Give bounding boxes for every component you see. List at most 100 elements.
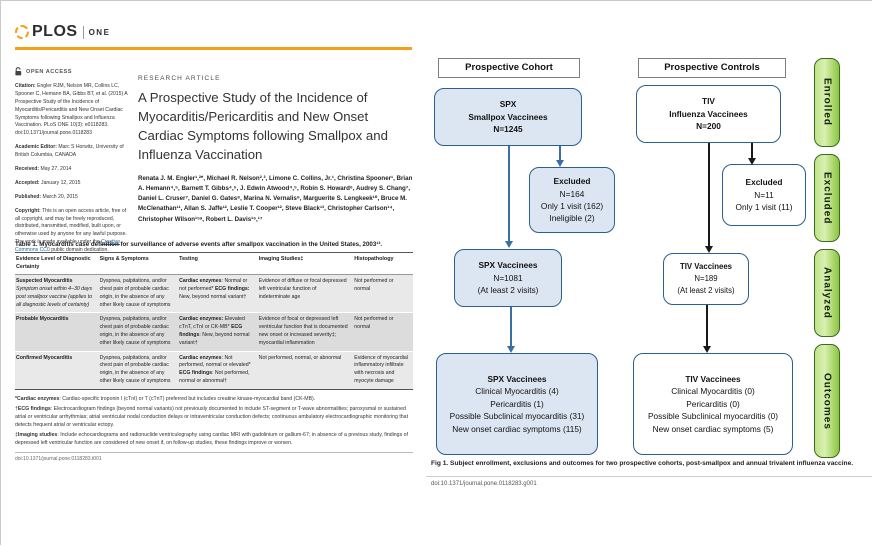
tiv-to-analyzed-arrow <box>708 143 710 247</box>
spx-analyzed-box: SPX Vaccinees N=1081 (At least 2 visits) <box>454 249 562 307</box>
box-line: N=1245 <box>493 124 523 135</box>
stage-label-text: Excluded <box>821 171 833 225</box>
footnote-imaging-studies: ‡Imaging studies: Include echocardiogram… <box>15 431 408 446</box>
tiv-to-outcomes-arrow <box>706 305 708 347</box>
article-main: RESEARCH ARTICLE A Prospective Study of … <box>138 75 414 225</box>
tiv-excluded-box: Excluded N=11 Only 1 visit (11) <box>722 164 806 226</box>
tiv-enrolled-box: TIV Influenza Vaccinees N=200 <box>636 85 781 143</box>
myocarditis-case-definition-table: Evidence Level of Diagnostic Certainty S… <box>15 251 413 390</box>
box-line: Only 1 visit (11) <box>735 202 793 213</box>
arrowhead-icon <box>505 241 513 248</box>
box-line: Possible Subclinical myocarditis (0) <box>647 411 779 422</box>
box-line: (At least 2 visits) <box>677 285 735 295</box>
spx-outcomes-box: SPX Vaccinees Clinical Myocarditis (4) P… <box>436 353 598 455</box>
stage-label-text: Analyzed <box>821 267 833 319</box>
box-line: Influenza Vaccinees <box>669 108 748 119</box>
cell-confirmed-level: Confirmed Myocarditis <box>15 350 99 390</box>
stage-label-outcomes: Outcomes <box>814 344 840 458</box>
cell-suspected-imaging: Evidence of diffuse or focal depressed l… <box>257 274 354 313</box>
box-line: Smallpox Vaccinees <box>468 111 548 122</box>
table-title: Table 1. Myocarditis case definition for… <box>15 241 383 248</box>
table-row: Confirmed Myocarditis Dyspnea, palpitati… <box>15 350 413 390</box>
box-line: SPX Vaccinees <box>487 373 547 384</box>
footnote-cardiac-enzymes: *Cardiac enzymes: Cardiac-specific tropo… <box>15 395 316 402</box>
figure-doi: doi:10.1371/journal.pone.0118283.g001 <box>431 481 537 487</box>
academic-editor-text: Academic Editor: Marc S Horwitz, Univers… <box>15 144 124 159</box>
arrowhead-icon <box>556 160 564 167</box>
box-line: N=164 <box>559 188 585 199</box>
box-line: SPX Vaccinees <box>478 260 538 271</box>
cell-confirmed-imaging: Not performed, normal, or abnormal <box>257 350 354 390</box>
open-access-label: OPEN ACCESS <box>26 68 73 75</box>
box-line: New onset cardiac symptoms (5) <box>652 423 774 434</box>
table-footnotes: *Cardiac enzymes: Cardiac-specific tropo… <box>15 395 413 447</box>
copyright-post: public domain dedication. <box>49 247 109 254</box>
box-line: Only 1 visit (162) <box>540 201 604 211</box>
box-line: Ineligible (2) <box>549 213 595 224</box>
figure-caption: Fig 1. Subject enrollment, exclusions an… <box>431 460 854 467</box>
creative-commons-cc0-link[interactable]: Creative Commons CC0 <box>15 239 121 254</box>
box-line: N=189 <box>694 274 718 284</box>
spx-enrolled-box: SPX Smallpox Vaccinees N=1245 <box>434 88 582 146</box>
box-line: Clinical Myocarditis (4) <box>475 386 559 397</box>
cell-probable-imaging: Evidence of focal or depressed left vent… <box>257 312 354 351</box>
col-header-testing: Testing <box>178 251 258 276</box>
table-row: Suspected Myocarditis Symptom onset with… <box>15 274 413 313</box>
accepted-date: Accepted: January 12, 2015 <box>15 179 81 186</box>
tiv-outcomes-box: TIV Vaccinees Clinical Myocarditis (0) P… <box>633 353 793 455</box>
stage-label-analyzed: Analyzed <box>814 249 840 337</box>
arrowhead-icon <box>507 346 515 353</box>
copyright-text: Copyright: This is an open access articl… <box>15 208 128 255</box>
col-header-histopathology: Histopathology <box>353 251 413 276</box>
cell-confirmed-signs: Dyspnea, palpitations, and/or chest pain… <box>98 350 179 390</box>
box-line: Excluded <box>745 177 783 188</box>
cell-probable-histo: Not performed or normal <box>353 312 413 351</box>
cell-probable-signs: Dyspnea, palpitations, and/or chest pain… <box>98 312 179 351</box>
table-1-section: Table 1. Myocarditis case definition for… <box>15 241 413 462</box>
spx-to-analyzed-arrow <box>508 146 510 242</box>
box-line: TIV <box>702 96 715 107</box>
box-line: TIV Vaccinees <box>685 373 741 384</box>
orange-rule <box>15 47 412 50</box>
box-line: Clinical Myocarditis (0) <box>671 386 755 397</box>
caption-divider <box>426 476 872 477</box>
tiv-to-excluded-arrow <box>751 143 753 159</box>
box-line: N=1081 <box>493 272 523 283</box>
box-line: Pericarditis (1) <box>490 398 544 409</box>
footnote-ecg-findings: †ECG findings: Electrocardiogram finding… <box>15 405 409 428</box>
cell-confirmed-testing: Cardiac enzymes: Not performed, normal o… <box>178 350 258 390</box>
box-line: (At least 2 visits) <box>477 285 539 296</box>
table-row: Probable Myocarditis Dyspnea, palpitatio… <box>15 312 413 351</box>
plos-logo: PLOS ONE <box>15 23 110 41</box>
open-lock-icon <box>15 67 22 76</box>
article-sidebar: OPEN ACCESS Citation: Engler RJM, Nelson… <box>15 67 128 261</box>
spx-to-outcomes-arrow <box>510 307 512 347</box>
figure-1: Prospective Cohort Prospective Controls … <box>426 1 872 546</box>
box-line: New onset cardiac symptoms (115) <box>452 423 582 434</box>
received-date: Received: May 27, 2014 <box>15 166 72 173</box>
cell-suspected-signs: Dyspnea, palpitations, and/or chest pain… <box>98 274 179 313</box>
arrowhead-icon <box>748 158 756 165</box>
tiv-analyzed-box: TIV Vaccinees N=189 (At least 2 visits) <box>663 253 749 305</box>
stage-label-text: Outcomes <box>821 372 833 430</box>
col-header-evidence: Evidence Level of Diagnostic Certainty <box>15 251 99 276</box>
article-type-kicker: RESEARCH ARTICLE <box>138 75 221 82</box>
table-header-row: Evidence Level of Diagnostic Certainty S… <box>15 251 413 276</box>
cell-suspected-level: Suspected Myocarditis Symptom onset with… <box>15 274 99 313</box>
open-access-badge: OPEN ACCESS <box>15 67 128 76</box>
box-line: TIV Vaccinees <box>679 262 732 272</box>
col-header-signs: Signs & Symptoms <box>98 251 179 276</box>
spx-to-excluded-arrow <box>559 146 561 161</box>
stage-label-excluded: Excluded <box>814 154 840 242</box>
box-line: N=11 <box>754 189 774 200</box>
author-list: Renata J. M. Engler¹,²*, Michael R. Nels… <box>138 174 413 223</box>
box-line: Excluded <box>553 176 591 187</box>
box-line: N=200 <box>696 121 721 132</box>
col-header-imaging: Imaging Studies‡ <box>257 251 354 276</box>
cell-probable-testing: Cardiac enzymes: Elevated cTnT, cTnI or … <box>178 312 258 351</box>
arrowhead-icon <box>703 346 711 353</box>
plos-gear-icon <box>15 25 29 39</box>
box-line: SPX <box>499 99 517 110</box>
stage-label-enrolled: Enrolled <box>814 58 840 147</box>
